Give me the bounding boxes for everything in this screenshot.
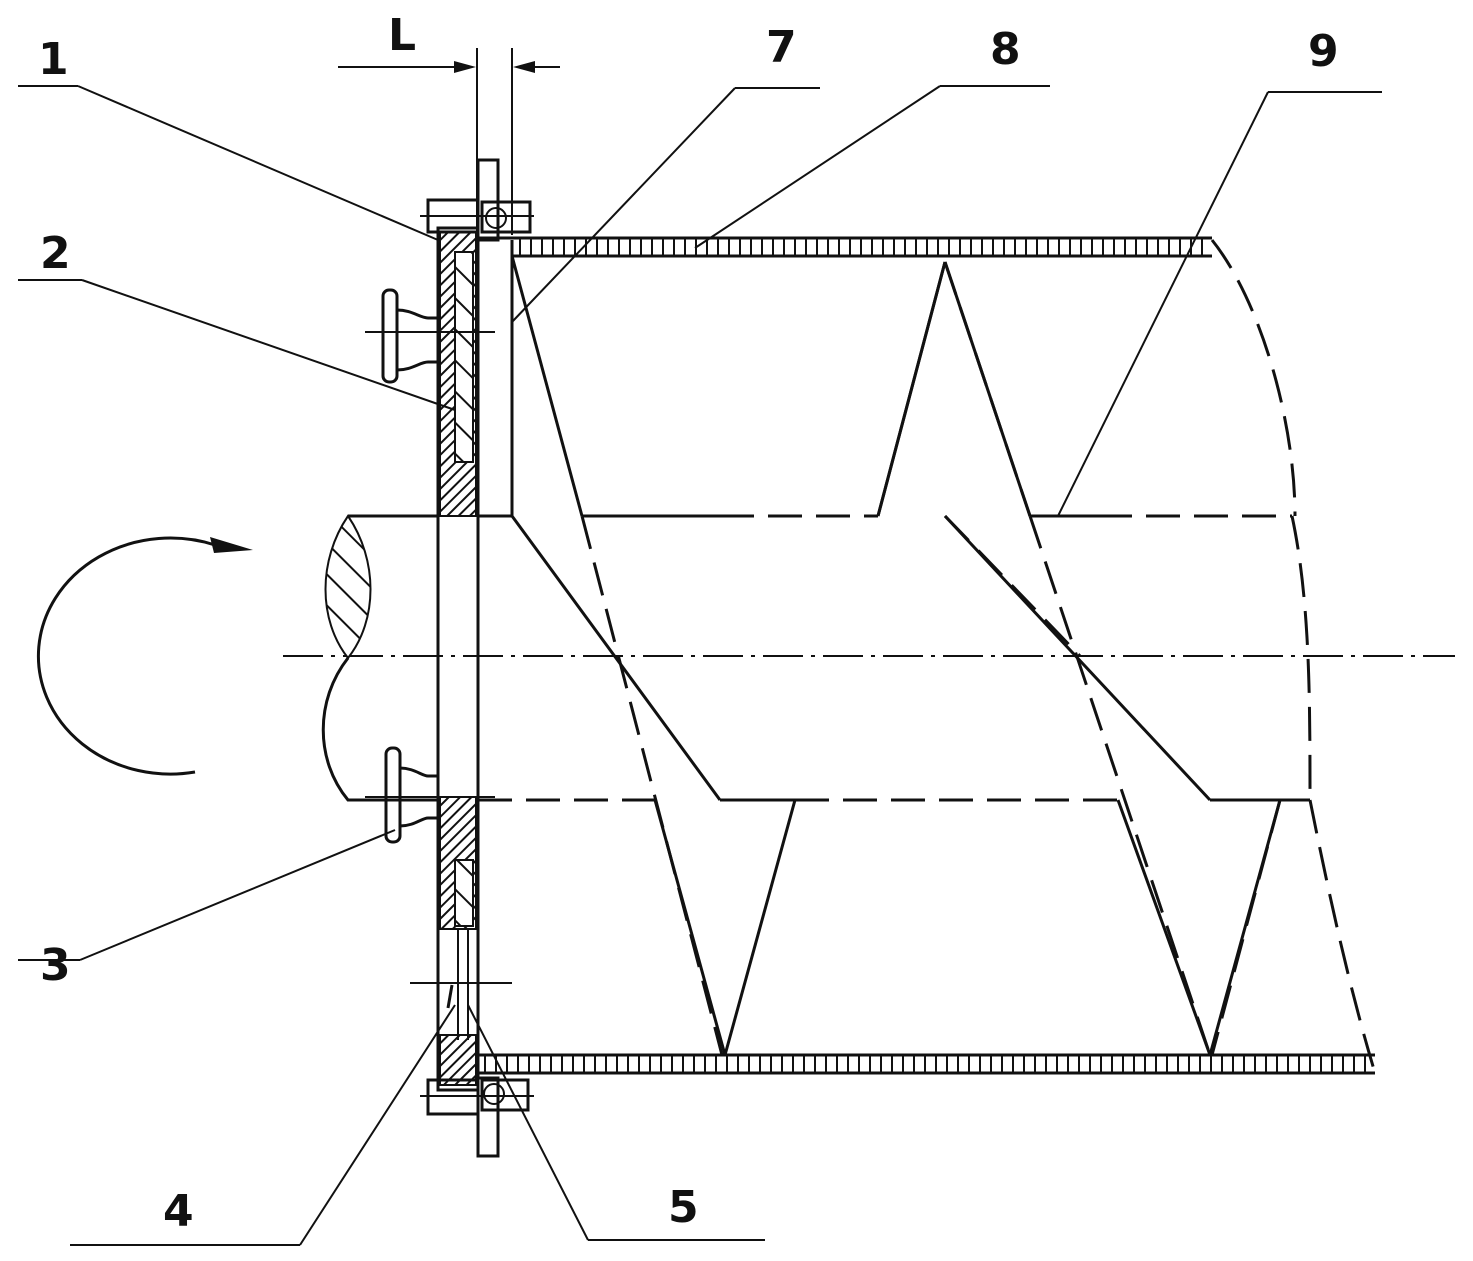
upper-knob	[365, 288, 495, 384]
dimension-label: L	[388, 10, 416, 61]
callout-8: 9	[1308, 26, 1339, 77]
rotation-arrow	[36, 536, 253, 776]
callout-5: 5	[668, 1182, 699, 1233]
end-plate-assembly	[410, 158, 534, 1158]
leader-lines	[18, 85, 1382, 1246]
drum-end-outline	[1210, 239, 1297, 517]
callout-4: 4	[163, 1186, 194, 1237]
callout-2: 2	[40, 228, 71, 279]
callout-7: 8	[990, 24, 1021, 75]
lower-knob	[365, 746, 495, 844]
spiral-blade	[478, 255, 1310, 1056]
callout-3: 3	[40, 940, 71, 991]
callout-9: 7	[766, 22, 797, 73]
shaft	[321, 514, 438, 802]
callout-1: 1	[38, 34, 69, 85]
perforated-drum-wall-top	[478, 236, 1212, 258]
perforated-drum-wall-bottom	[478, 1053, 1375, 1075]
